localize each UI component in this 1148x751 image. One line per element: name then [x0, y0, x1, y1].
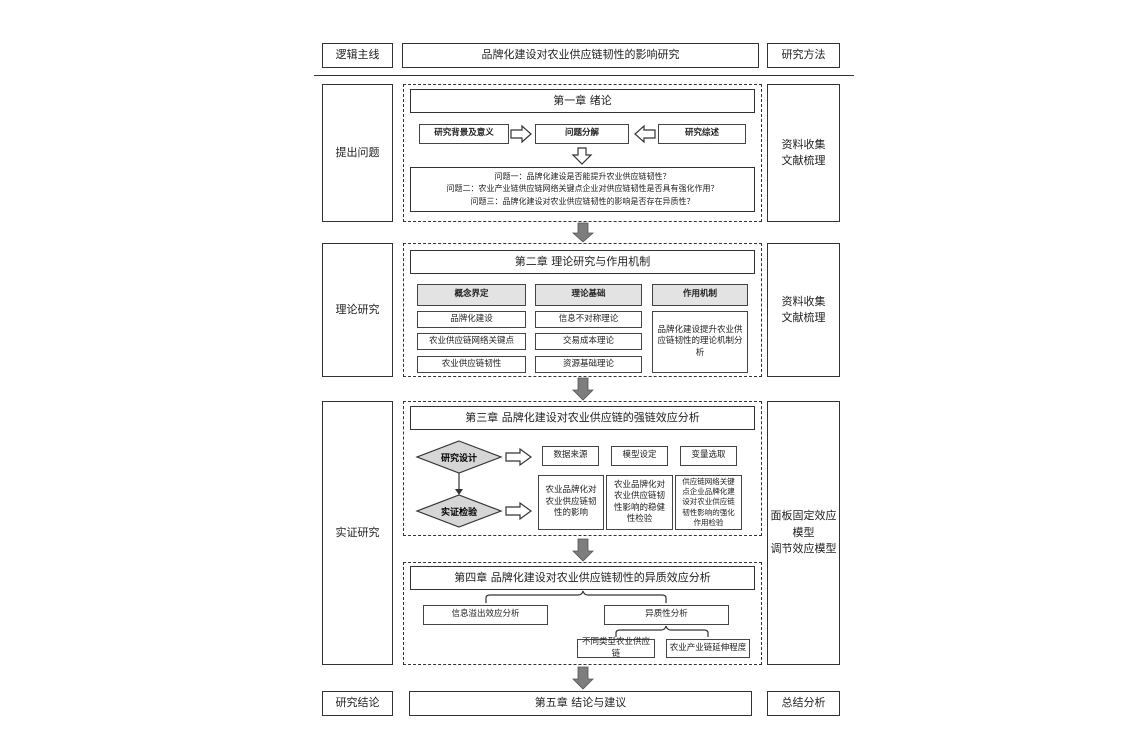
- ch2-mechanism-head: 作用机制: [652, 284, 748, 306]
- ch2-theory-item-3: 资源基础理论: [562, 358, 614, 369]
- ch1-questions-box: 问题一：品牌化建设是否能提升农业供应链韧性？ 问题二：农业产业链供应链网络关键点…: [410, 167, 755, 212]
- method-3-text: 面板固定效应 模型 调节效应模型: [770, 509, 837, 556]
- method-2-text: 资料收集 文献梳理: [781, 294, 826, 325]
- ch4-heterogeneity-box: 异质性分析: [604, 605, 729, 625]
- ch4-supply-type-text: 不同类型农业供应链: [581, 637, 650, 659]
- ch2-concept-item: 农业供应链网络关键点: [417, 333, 526, 350]
- empirical-test-diamond: [415, 494, 503, 528]
- chapter4-container: [403, 562, 762, 665]
- stage-conclusion-text: 研究结论: [335, 696, 380, 710]
- ch3-result-2: 农业品牌化对农业供应链韧性影响的稳健性检验: [606, 475, 673, 530]
- ch2-theory-item: 资源基础理论: [535, 356, 642, 373]
- method-4: 总结分析: [767, 691, 840, 716]
- chapter1-container: [403, 84, 762, 222]
- ch2-theory-head: 理论基础: [535, 284, 642, 306]
- ch1-review-text: 研究综述: [684, 128, 719, 139]
- ch2-concept-item: 品牌化建设: [417, 311, 526, 328]
- chapter3-title: 第三章 品牌化建设对农业供应链的强链效应分析: [410, 406, 755, 430]
- ch3-model-spec-text: 模型设定: [622, 450, 657, 461]
- ch2-concept-head-text: 概念界定: [454, 289, 489, 300]
- ch2-concept-item-2: 农业供应链网络关键点: [428, 335, 514, 346]
- chapter4-title-text: 第四章 品牌化建设对农业供应链韧性的异质效应分析: [454, 570, 711, 584]
- stage-theory-text: 理论研究: [335, 302, 380, 316]
- ch3-result-2-text: 农业品牌化对农业供应链韧性影响的稳健性检验: [613, 479, 665, 524]
- method-1-text: 资料收集 文献梳理: [781, 137, 826, 168]
- question-1: 问题一：品牌化建设是否能提升农业供应链韧性？: [494, 171, 671, 181]
- stage-empirical-text: 实证研究: [335, 525, 380, 539]
- ch2-mechanism-text: 品牌化建设提升农业供应链韧性的理论机制分析: [657, 324, 743, 358]
- chapter2-title: 第二章 理论研究与作用机制: [410, 250, 755, 274]
- method-1: 资料收集 文献梳理: [767, 84, 840, 222]
- chapter5-title: 第五章 结论与建议: [409, 691, 752, 716]
- ch1-review-box: 研究综述: [658, 124, 746, 144]
- method-4-text: 总结分析: [781, 696, 826, 710]
- ch2-concept-item-3: 农业供应链韧性: [441, 358, 502, 369]
- hollow-arrow-left-icon: [634, 124, 656, 144]
- ch4-heterogeneity-text: 异质性分析: [645, 609, 688, 620]
- ch3-data-source-text: 数据来源: [553, 450, 588, 461]
- stage-conclusion: 研究结论: [322, 691, 393, 716]
- hollow-arrow-right-icon: [510, 124, 532, 144]
- ch4-spillover-box: 信息溢出效应分析: [423, 605, 548, 625]
- ch3-result-1: 农业品牌化对农业供应链韧性的影响: [538, 475, 604, 530]
- chapter3-title-text: 第三章 品牌化建设对农业供应链的强链效应分析: [465, 410, 700, 424]
- chapter1-title-text: 第一章 绪论: [553, 93, 612, 107]
- stage-raise-question-text: 提出问题: [335, 145, 380, 159]
- chapter2-container: [403, 243, 762, 377]
- ch3-result-3: 供应链网络关键点企业品牌化建设对农业供应链韧性影响的强化作用检验: [675, 475, 742, 530]
- header-divider: [314, 75, 854, 76]
- header-method-label: 研究方法: [767, 43, 840, 68]
- header-title: 品牌化建设对农业供应链韧性的影响研究: [402, 43, 759, 68]
- ch4-spillover-text: 信息溢出效应分析: [451, 609, 520, 620]
- header-logic-label: 逻辑主线: [322, 43, 393, 68]
- ch3-variables: 变量选取: [680, 446, 737, 466]
- ch1-background-box: 研究背景及意义: [419, 124, 509, 144]
- method-2: 资料收集 文献梳理: [767, 243, 840, 377]
- gray-arrow-down-icon: [571, 222, 595, 690]
- empirical-test-label: 实证检验: [441, 506, 478, 518]
- ch2-concept-head: 概念界定: [417, 284, 526, 306]
- stage-theory: 理论研究: [322, 243, 393, 377]
- ch3-variables-text: 变量选取: [691, 450, 726, 461]
- ch2-theory-head-text: 理论基础: [571, 289, 606, 300]
- header-title-text: 品牌化建设对农业供应链韧性的影响研究: [481, 48, 680, 62]
- ch3-data-source: 数据来源: [542, 446, 599, 466]
- chapter3-container: [403, 401, 762, 536]
- chapter4-brace: [485, 590, 667, 603]
- diamond-connector-arrowhead: [455, 489, 463, 495]
- method-3: 面板固定效应 模型 调节效应模型: [767, 401, 840, 665]
- chapter5-title-text: 第五章 结论与建议: [534, 696, 627, 710]
- question-3: 问题三：品牌化建设对农业供应链韧性的影响是否存在异质性？: [470, 196, 695, 206]
- ch2-theory-item: 信息不对称理论: [535, 311, 642, 328]
- ch2-mechanism-box: 品牌化建设提升农业供应链韧性的理论机制分析: [652, 311, 748, 373]
- chapter2-title-text: 第二章 理论研究与作用机制: [514, 254, 651, 268]
- ch1-decomposition-box: 问题分解: [535, 124, 629, 144]
- ch4-chain-extension-text: 农业产业链延伸程度: [669, 642, 747, 653]
- chapter4-title: 第四章 品牌化建设对农业供应链韧性的异质效应分析: [410, 566, 755, 590]
- ch2-theory-item: 交易成本理论: [535, 333, 642, 350]
- stage-raise-question: 提出问题: [322, 84, 393, 222]
- chapter1-title: 第一章 绪论: [410, 89, 755, 113]
- ch2-theory-item-1: 信息不对称理论: [558, 313, 619, 324]
- ch2-theory-item-2: 交易成本理论: [562, 335, 614, 346]
- ch3-model-spec: 模型设定: [611, 446, 668, 466]
- ch1-decomposition-text: 问题分解: [564, 128, 599, 139]
- ch2-concept-item-1: 品牌化建设: [450, 313, 493, 324]
- question-2: 问题二：农业产业链供应链网络关键点企业对供应链韧性是否具有强化作用？: [446, 184, 719, 194]
- hollow-arrow-down-icon: [571, 147, 593, 165]
- ch4-chain-extension-box: 农业产业链延伸程度: [666, 639, 750, 658]
- hollow-arrow-right-icon: [505, 447, 533, 521]
- header-logic-text: 逻辑主线: [335, 48, 380, 62]
- ch4-supply-type-box: 不同类型农业供应链: [577, 637, 655, 659]
- ch2-concept-item: 农业供应链韧性: [417, 356, 526, 373]
- research-design-label: 研究设计: [441, 452, 477, 464]
- ch3-result-1-text: 农业品牌化对农业供应链韧性的影响: [545, 485, 597, 519]
- stage-empirical: 实证研究: [322, 401, 393, 665]
- ch1-background-text: 研究背景及意义: [434, 128, 494, 139]
- heterogeneity-brace: [615, 625, 709, 637]
- ch2-mechanism-head-text: 作用机制: [682, 289, 717, 300]
- header-method-text: 研究方法: [781, 48, 826, 62]
- ch3-result-3-text: 供应链网络关键点企业品牌化建设对农业供应链韧性影响的强化作用检验: [682, 477, 735, 527]
